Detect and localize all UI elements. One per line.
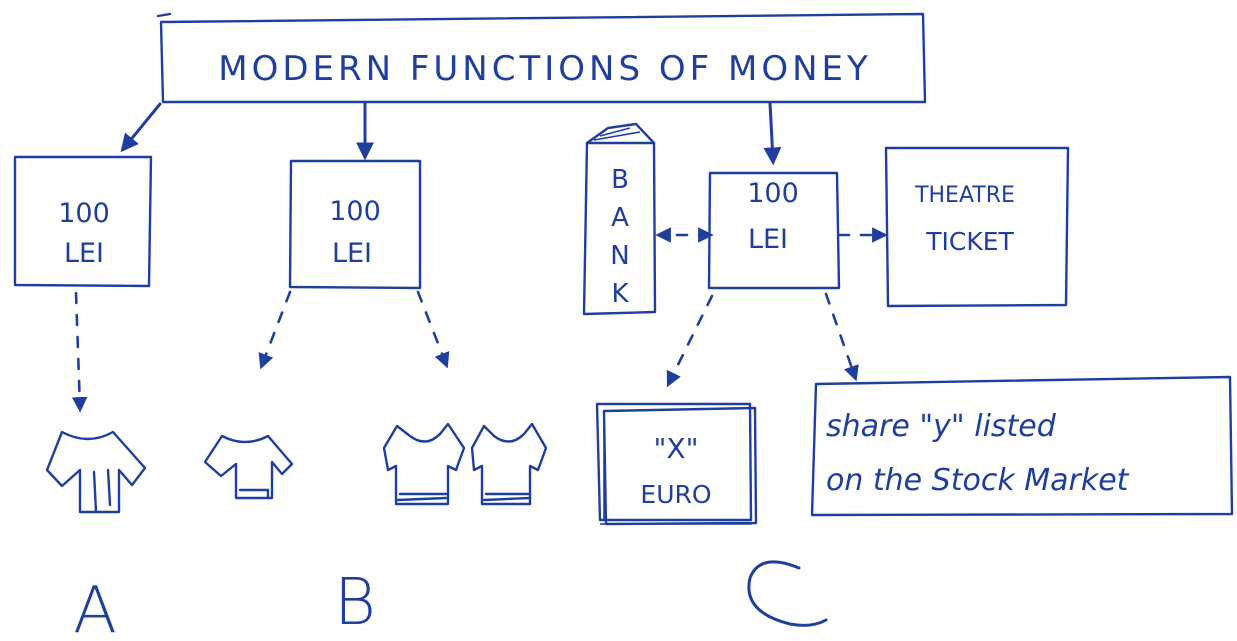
theatre-ticket: THEATRE TICKET <box>884 146 1070 308</box>
arrow-title-to-c <box>763 101 782 166</box>
label-b: B <box>334 566 376 640</box>
bank-letter-k: K <box>611 279 629 309</box>
euro-banknote: "X" EURO <box>595 402 758 526</box>
stock-share: share "y" listed on the Stock Market <box>810 375 1234 517</box>
box-c-currency: LEI <box>748 224 788 255</box>
bank-building: B A N K <box>582 122 657 316</box>
blouse-icon <box>470 422 548 506</box>
label-a: A <box>73 574 117 641</box>
title-box: MODERN FUNCTIONS OF MONEY <box>156 12 927 104</box>
box-c-amount: 100 <box>747 178 799 209</box>
bank-letter-a: A <box>611 203 629 233</box>
blouse-icon <box>382 422 466 506</box>
box-b-currency: LEI <box>332 238 372 269</box>
box-b-amount: 100 <box>329 196 381 227</box>
share-line1: share "y" listed <box>826 409 1057 444</box>
arrow-title-to-a <box>120 102 162 153</box>
theatre-line2: TICKET <box>925 227 1014 256</box>
dashed-arrow-b-right <box>416 290 450 369</box>
euro-amount: "X" <box>654 432 699 465</box>
t-shirt-icon <box>45 430 147 514</box>
dashed-arrow-c-to-share <box>824 292 859 382</box>
box-c: 100 LEI <box>707 171 841 290</box>
euro-currency: EURO <box>640 480 711 509</box>
theatre-line1: THEATRE <box>914 183 1015 208</box>
box-b: 100 LEI <box>288 159 422 290</box>
dashed-arrow-c-to-euro <box>666 294 714 388</box>
box-a: 100 LEI <box>13 155 153 288</box>
bank-letter-b: B <box>611 165 629 195</box>
label-c <box>747 560 828 627</box>
dashed-arrow-b-left <box>258 290 292 370</box>
bank-letter-n: N <box>610 241 629 271</box>
title-text: MODERN FUNCTIONS OF MONEY <box>218 49 872 89</box>
box-a-amount: 100 <box>58 198 110 229</box>
box-a-currency: LEI <box>64 238 104 269</box>
dashed-arrow-a <box>71 291 88 413</box>
t-shirt-icon <box>203 434 294 500</box>
share-line2: on the Stock Market <box>826 463 1130 498</box>
